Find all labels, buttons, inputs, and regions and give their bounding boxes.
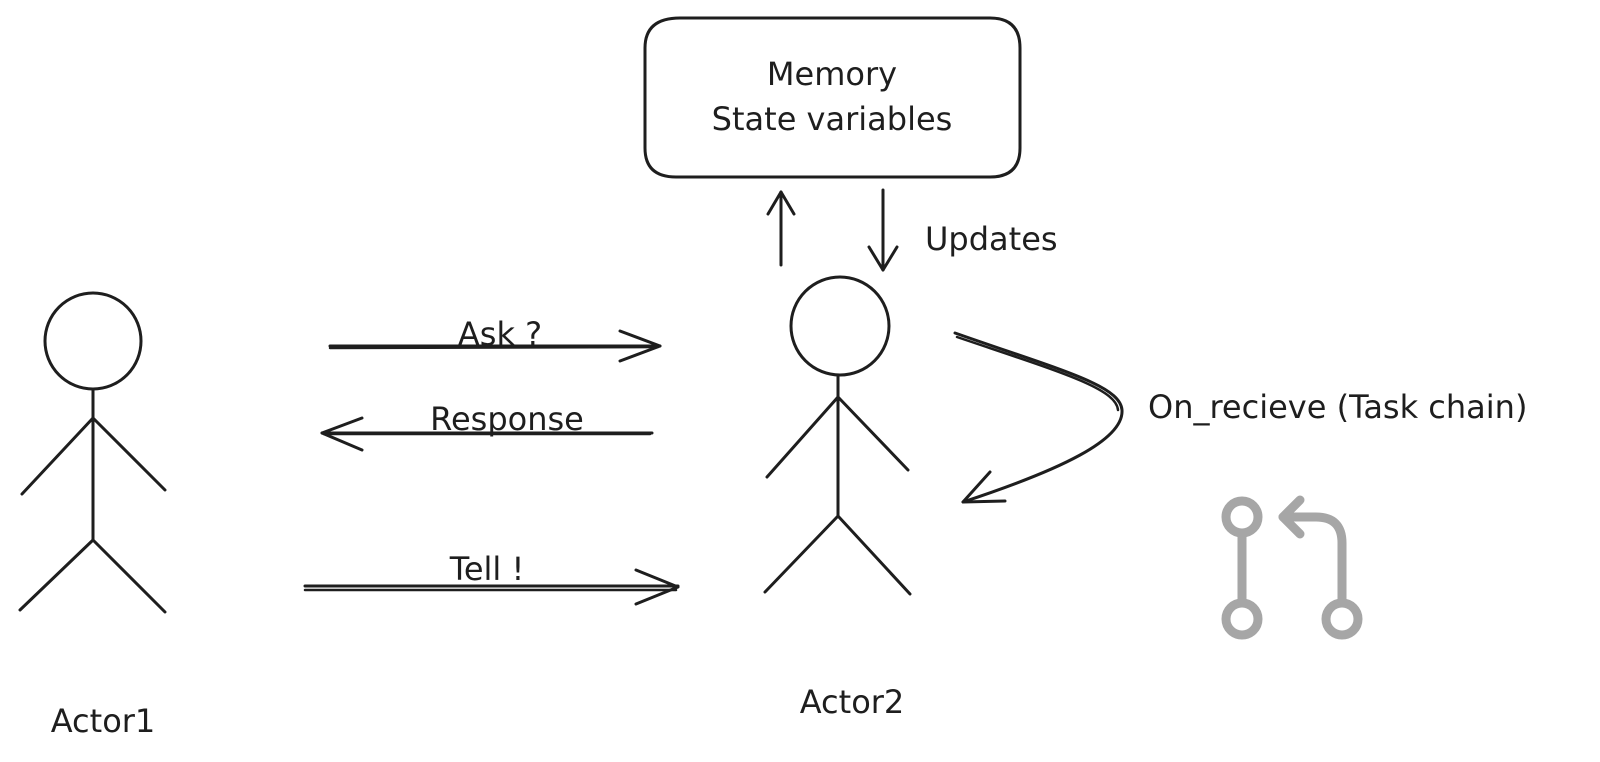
tell-arrow (303, 568, 680, 606)
ask-label: Ask ? (458, 315, 542, 353)
memory-read-arrow (766, 190, 796, 267)
memory-box-subtitle: State variables (712, 100, 953, 138)
on-receive-label: On_recieve (Task chain) (1148, 388, 1527, 426)
git-pull-request-icon (1221, 495, 1363, 640)
response-label: Response (430, 400, 584, 438)
memory-update-arrow (867, 188, 899, 272)
actor1-label: Actor1 (51, 702, 156, 740)
on-receive-arrow (953, 331, 1124, 504)
tell-label: Tell ! (449, 550, 525, 588)
actor1-figure (18, 291, 167, 614)
actor2-figure (763, 275, 912, 596)
updates-label: Updates (925, 220, 1058, 258)
actor2-label: Actor2 (800, 683, 905, 721)
memory-box: Memory State variables (643, 16, 1022, 179)
response-arrow (320, 416, 654, 452)
ask-arrow (328, 329, 662, 363)
memory-box-title: Memory (767, 55, 897, 93)
